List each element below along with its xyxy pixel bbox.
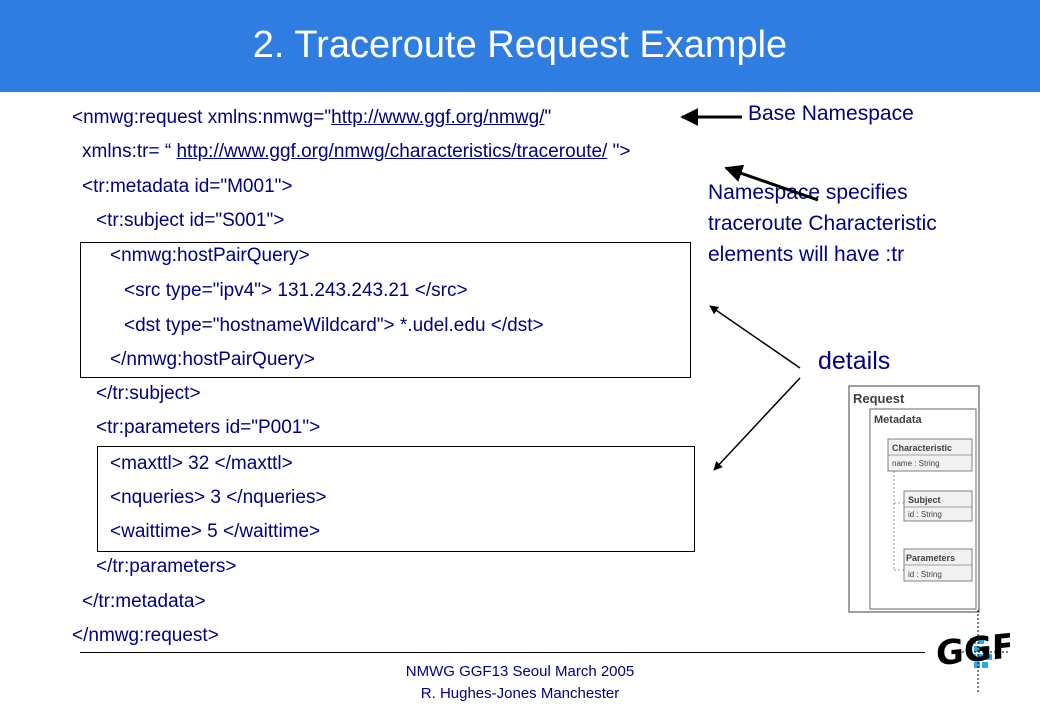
- parameters-box: [97, 446, 695, 552]
- code-line-11: <maxttl> 32 </maxttl>: [110, 453, 293, 474]
- code-line-16: </nmwg:request>: [72, 625, 219, 646]
- ggf-logo-icon: GGF: [936, 610, 1010, 692]
- code-line-8: </nmwg:hostPairQuery>: [110, 349, 315, 370]
- title-bar: [0, 0, 1040, 92]
- code-line-7: <dst type="hostnameWildcard"> *.udel.edu…: [124, 315, 544, 336]
- code-line-15: </tr:metadata>: [82, 591, 206, 612]
- nmwg-namespace-link[interactable]: http://www.ggf.org/nmwg/: [331, 107, 545, 128]
- namespace-note-line-1: Namespace specifies: [708, 181, 908, 204]
- diagram-metadata-title: Metadata: [874, 414, 923, 426]
- logo-text: GGF: [936, 626, 1010, 674]
- footer-line-1: NMWG GGF13 Seoul March 2005: [405, 663, 635, 680]
- namespace-note-line-2: traceroute Characteristic: [708, 212, 937, 235]
- code-line-10: <tr:parameters id="P001">: [96, 417, 321, 438]
- code-line-3: <tr:metadata id="M001">: [82, 176, 293, 197]
- code-line-13: <waittime> 5 </waittime>: [110, 521, 321, 542]
- code-line-4: <tr:subject id="S001">: [96, 210, 285, 231]
- request-schema-diagram: Request Metadata Characteristic name : S…: [848, 385, 980, 613]
- code-line-14: </tr:parameters>: [96, 556, 237, 577]
- subject-box: [903, 490, 973, 522]
- diagram-request-title: Request: [853, 391, 905, 406]
- diagram-subject-attr: id : String: [908, 510, 942, 519]
- footer-line-2: R. Hughes-Jones Manchester: [420, 685, 620, 702]
- code-line-1: <nmwg:request xmlns:nmwg="http://www.ggf…: [72, 106, 551, 130]
- code-line-5: <nmwg:hostPairQuery>: [110, 245, 310, 266]
- code-line-12: <nqueries> 3 </nqueries>: [110, 487, 327, 508]
- diagram-parameters: Parameters: [906, 553, 955, 563]
- code-text: <nmwg:request xmlns:nmwg=": [72, 107, 332, 128]
- details-label: details: [818, 347, 891, 375]
- code-text: ">: [607, 141, 631, 162]
- host-pair-box: [80, 242, 691, 378]
- footer-rule: [80, 652, 925, 653]
- slide-title: 2. Traceroute Request Example: [252, 24, 788, 66]
- details-arrow-upper: [709, 305, 801, 369]
- namespace-note-line-3: elements will have :tr: [708, 243, 905, 266]
- code-text: xmlns:tr= “: [82, 141, 177, 162]
- diagram-characteristic: Characteristic: [892, 443, 952, 453]
- base-namespace-label: Base Namespace: [748, 102, 914, 125]
- diagram-characteristic-attr: name : String: [892, 459, 940, 468]
- diagram-subject: Subject: [908, 495, 941, 505]
- code-line-2: xmlns:tr= “ http://www.ggf.org/nmwg/char…: [82, 140, 630, 164]
- code-line-9: </tr:subject>: [96, 383, 201, 404]
- code-line-6: <src type="ipv4"> 131.243.243.21 </src>: [124, 280, 468, 301]
- code-text: ": [544, 107, 552, 128]
- diagram-parameters-attr: id : String: [908, 570, 942, 579]
- traceroute-namespace-link[interactable]: http://www.ggf.org/nmwg/characteristics/…: [176, 141, 608, 162]
- details-arrow-lower: [713, 377, 801, 471]
